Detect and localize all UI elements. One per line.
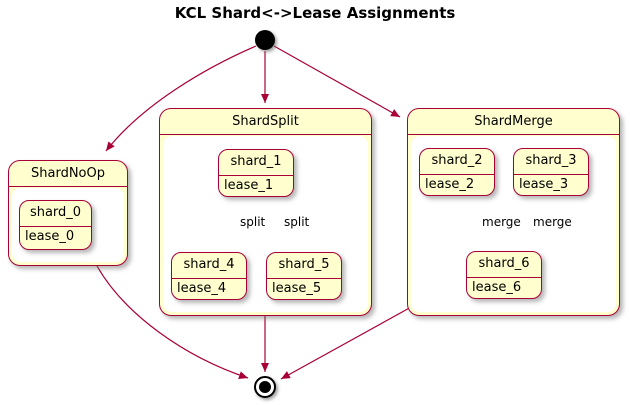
transition-label-merge-right: merge (533, 215, 572, 229)
state-name: shard_6 (478, 256, 530, 271)
final-state-node (254, 376, 276, 398)
composite-title-shardsplit: ShardSplit (160, 109, 371, 135)
state-lease: lease_0 (20, 226, 91, 246)
state-shard-1: shard_1 lease_1 (218, 149, 294, 197)
state-name: shard_2 (431, 153, 483, 168)
composite-state-shardsplit: ShardSplit shard_1 lease_1 shard_4 lease… (159, 108, 372, 316)
state-shard-0: shard_0 lease_0 (19, 200, 92, 250)
state-shard-6: shard_6 lease_6 (466, 251, 542, 299)
initial-state-node (255, 30, 275, 50)
composite-title-shardmerge: ShardMerge (408, 109, 619, 135)
edge-start-to-shardmerge (273, 45, 401, 118)
state-lease: lease_1 (219, 175, 293, 195)
transition-label-split-left: split (240, 215, 266, 229)
state-name: shard_4 (183, 257, 235, 272)
state-shard-2: shard_2 lease_2 (419, 148, 495, 196)
state-lease: lease_2 (420, 174, 494, 194)
state-lease: lease_6 (467, 277, 541, 297)
composite-state-shardnoop: ShardNoOp shard_0 lease_0 (8, 160, 128, 266)
state-shard-5: shard_5 lease_5 (266, 252, 342, 300)
composite-state-shardmerge: ShardMerge shard_2 lease_2 shard_3 lease… (407, 108, 620, 316)
state-lease: lease_4 (172, 278, 246, 298)
state-lease: lease_5 (267, 278, 341, 298)
state-shard-4: shard_4 lease_4 (171, 252, 247, 300)
final-state-inner-dot (259, 381, 271, 393)
diagram-title: KCL Shard<->Lease Assignments (174, 4, 456, 22)
composite-title-shardnoop: ShardNoOp (9, 161, 127, 187)
state-shard-3: shard_3 lease_3 (513, 148, 589, 196)
edge-shardnoop-to-end (96, 265, 249, 379)
state-name: shard_5 (278, 257, 330, 272)
transition-label-split-right: split (284, 215, 310, 229)
edge-start-to-shardnoop (105, 45, 257, 152)
state-name: shard_1 (230, 154, 282, 169)
state-name: shard_0 (29, 205, 82, 220)
state-lease: lease_3 (514, 174, 588, 194)
transition-label-merge-left: merge (482, 215, 521, 229)
edge-shardmerge-to-end (280, 305, 414, 380)
state-name: shard_3 (525, 153, 577, 168)
